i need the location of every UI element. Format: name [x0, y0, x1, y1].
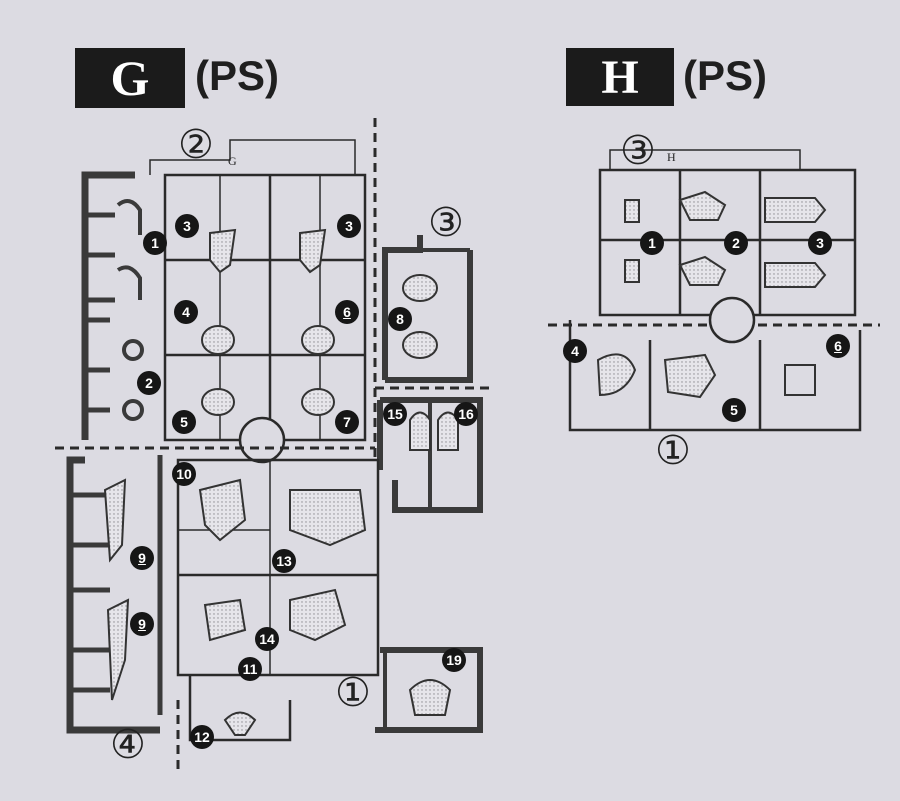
runner-h-letter: H	[566, 48, 674, 106]
part-badge: 3	[337, 214, 361, 238]
part-badge: 1	[640, 231, 664, 255]
runner-h-material: (PS)	[683, 52, 767, 99]
section-h1-label: ①	[655, 429, 691, 473]
section-h3-label: ③	[620, 129, 656, 173]
part-badge: 11	[238, 657, 262, 681]
part-badge: 5	[172, 410, 196, 434]
part-badge: 3	[808, 231, 832, 255]
part-badge: 1	[143, 231, 167, 255]
section-4-label: ④	[110, 723, 146, 767]
runner-h-tag: H	[667, 150, 676, 164]
part-badge: 10	[172, 462, 196, 486]
part-badge: 6	[335, 300, 359, 324]
section-1-label: ①	[335, 671, 371, 715]
part-badge: 15	[383, 402, 407, 426]
runner-g-tag: G	[228, 154, 237, 168]
part-badge: 4	[174, 300, 198, 324]
runner-h-parts	[596, 190, 827, 399]
part-badge: 6	[826, 334, 850, 358]
part-badge: 7	[335, 410, 359, 434]
section-2-label: ②	[178, 123, 214, 167]
runner-g-frame	[66, 139, 483, 742]
part-badge: 16	[454, 402, 478, 426]
part-badge: 9	[130, 612, 154, 636]
part-badge: 2	[724, 231, 748, 255]
part-badge: 3	[175, 214, 199, 238]
part-badge: 13	[272, 549, 296, 573]
part-badge: 14	[255, 627, 279, 651]
part-badge: 19	[442, 648, 466, 672]
part-badge: 4	[563, 339, 587, 363]
runner-g-material: (PS)	[195, 52, 279, 99]
part-badge: 9	[130, 546, 154, 570]
part-badge: 2	[137, 371, 161, 395]
runner-g-letter: G	[75, 48, 185, 108]
runner-g-parts	[103, 228, 459, 736]
section-3-label: ③	[428, 201, 464, 245]
part-badge: 5	[722, 398, 746, 422]
part-badge: 8	[388, 307, 412, 331]
part-badge: 12	[190, 725, 214, 749]
